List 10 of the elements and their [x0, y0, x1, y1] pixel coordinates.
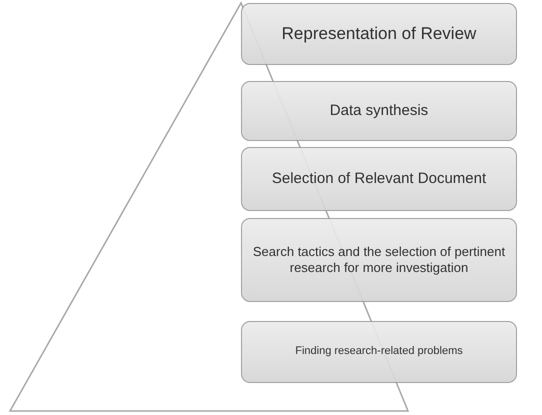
level-box: [241, 3, 517, 65]
level-label: Selection of Relevant Document: [272, 170, 486, 188]
level-label: Data synthesis: [330, 102, 428, 120]
level-box: [241, 147, 517, 211]
level-label: Finding research-related problems: [295, 345, 463, 359]
level-label: Search tactics and the selection of pertinent research for more investigation: [252, 244, 506, 276]
level-box: [241, 321, 517, 383]
level-box: [241, 81, 517, 141]
level-label: Representation of Review: [282, 24, 476, 44]
level-box: [241, 218, 517, 302]
